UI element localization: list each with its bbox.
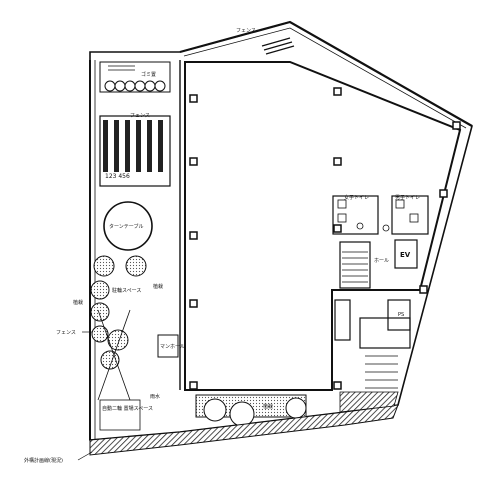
ev-label: EV [400,251,411,259]
columns [189,87,461,390]
garbage-label: ゴミ置 [141,71,156,78]
building-outline [184,61,462,391]
bottom-left-note: 外構計画線(現況) [24,457,63,464]
mens-toilet-label: 男子トイレ [395,194,420,201]
turntable [103,201,153,251]
bicycle-area-lines [97,309,131,401]
fence-top-gate [261,37,295,55]
turntable-label: ターンテーブル [109,223,143,230]
core-area [332,195,429,349]
planting-bottom [195,394,307,427]
fence-left-label: フェンス [56,330,76,336]
stairs [342,251,398,389]
planting-left [90,255,147,370]
hall-label: ホール [374,258,389,264]
garbage-area [99,61,171,93]
motorbike-label: 自動二輪 置場スペース [102,405,153,412]
womens-toilet-label: 女子トイレ [344,194,369,201]
planting-center-label: 植栽 [153,283,163,290]
fence-top [179,20,473,127]
bicycle-space-label: 駐輪スペース [112,287,141,294]
driveway-hatched [89,404,399,456]
parking-stalls [99,115,171,187]
planting-left-label: 植栽 [73,299,83,306]
motorbike-space [99,399,141,431]
right-hatched-strip [339,391,399,413]
parking-numbers: 123 456 [105,173,130,180]
fence-inner-label: フェンス [130,113,150,119]
manhole-label: マンホール [160,344,185,350]
planting-bottom-label: 植栽 [263,403,273,410]
mech-label: PS [398,312,404,318]
fence-top-label: フェンス [236,28,256,34]
toilet-fixtures [337,199,419,232]
rising-pipe-label: 雨水 [150,393,160,400]
